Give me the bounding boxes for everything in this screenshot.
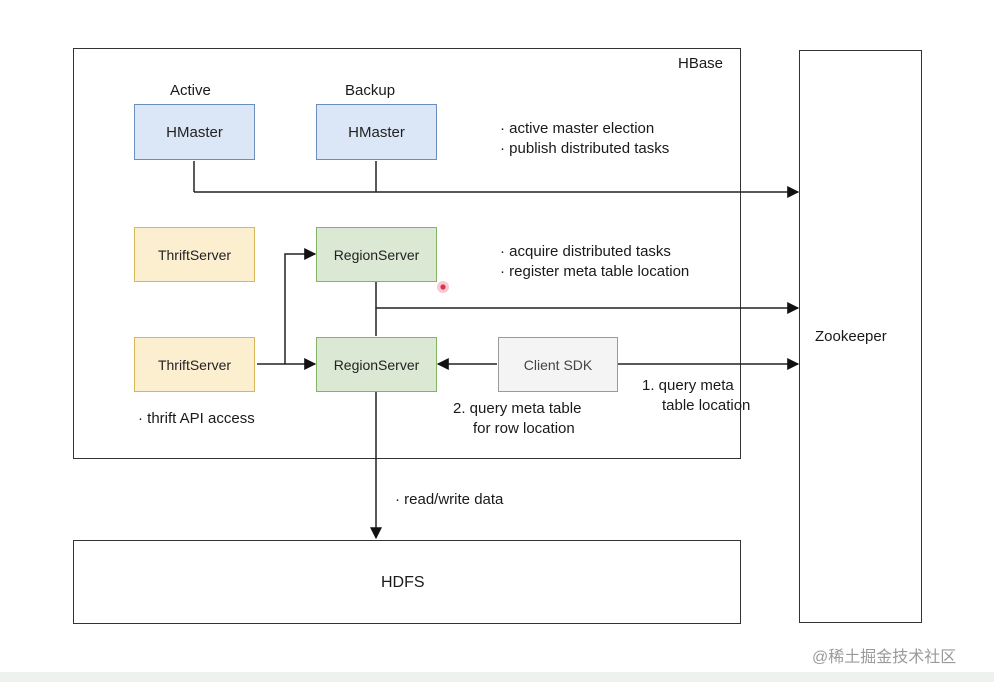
hbase-frame: [73, 48, 741, 459]
bottom-strip: [0, 672, 994, 682]
step2-label-line2: for row location: [473, 420, 575, 437]
client-sdk-label: Client SDK: [523, 356, 593, 373]
backup-caption: Backup: [345, 82, 396, 99]
hmaster-active-node[interactable]: HMaster: [134, 104, 255, 160]
thriftserver-2-label: ThriftServer: [157, 356, 232, 373]
thriftserver-1-node[interactable]: ThriftServer: [134, 227, 255, 282]
master-note-election: · active master election: [500, 120, 655, 137]
step2-label-line1: 2. query meta table: [453, 400, 582, 417]
region-note-register: · register meta table location: [500, 263, 690, 280]
zookeeper-frame: [799, 50, 922, 623]
hmaster-backup-node[interactable]: HMaster: [316, 104, 437, 160]
active-caption: Active: [170, 82, 211, 99]
thriftserver-2-node[interactable]: ThriftServer: [134, 337, 255, 392]
step1-label-line1: 1. query meta: [642, 377, 734, 394]
regionserver-1-label: RegionServer: [333, 246, 420, 263]
thrift-note: · thrift API access: [138, 410, 255, 427]
hdfs-label: HDFS: [381, 574, 425, 591]
watermark: @稀土掘金技术社区: [812, 649, 957, 666]
hmaster-active-label: HMaster: [166, 123, 223, 141]
client-sdk-node[interactable]: Client SDK: [498, 337, 618, 392]
master-note-publish: · publish distributed tasks: [500, 140, 670, 157]
hbase-title: HBase: [678, 55, 724, 72]
hdfs-note: · read/write data: [395, 491, 504, 508]
zookeeper-label: Zookeeper: [815, 328, 887, 345]
step1-label-line2: table location: [662, 397, 751, 414]
regionserver-2-label: RegionServer: [333, 356, 420, 373]
thriftserver-1-label: ThriftServer: [157, 246, 232, 263]
hmaster-backup-label: HMaster: [348, 123, 405, 141]
regionserver-2-node[interactable]: RegionServer: [316, 337, 437, 392]
region-note-acquire: · acquire distributed tasks: [500, 243, 671, 260]
hdfs-frame: [73, 540, 741, 624]
regionserver-1-node[interactable]: RegionServer: [316, 227, 437, 282]
thrift-to-regionserver1-arrow: [284, 248, 317, 364]
